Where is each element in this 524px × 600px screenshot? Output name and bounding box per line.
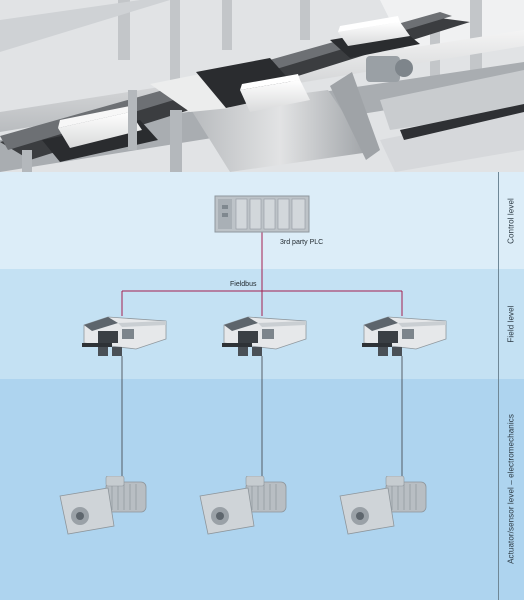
geared-motor-2-icon: [199, 476, 287, 535]
fieldbus-label: Fieldbus: [230, 281, 257, 288]
drive-controller-1-icon: [82, 316, 167, 356]
drive-controller-3-icon: [362, 316, 447, 356]
conveyor-illustration: [0, 0, 524, 172]
plc-icon: [214, 195, 310, 233]
conveyor-photo: [0, 0, 524, 172]
geared-motor-3-icon: [339, 476, 427, 535]
drive-controller-2-icon: [222, 316, 307, 356]
geared-motor-1-icon: [59, 476, 147, 535]
level-label-divider: [498, 172, 499, 600]
plc-label: 3rd party PLC: [280, 239, 324, 246]
